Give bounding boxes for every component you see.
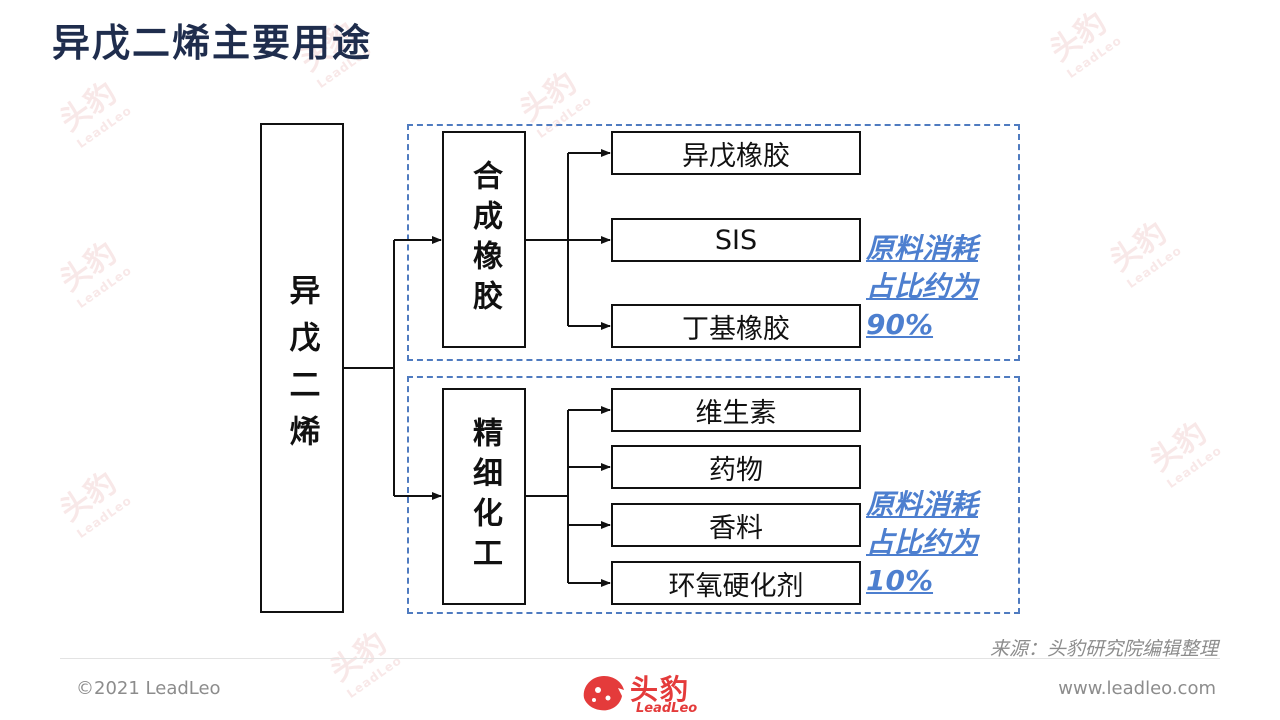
source-note: 来源：头豹研究院编辑整理 xyxy=(989,638,1218,660)
group-frame-synthetic-rubber xyxy=(407,124,1020,361)
share-annotation-fine-chemicals: 原料消耗 占比约为 10% xyxy=(866,486,1016,600)
node-epoxy-hardener: 环氧硬化剂 xyxy=(611,561,861,605)
logo-text-cn: 头豹 xyxy=(630,673,691,706)
node-fine-chemicals: 精细化工 xyxy=(442,388,526,605)
logo-text-en: LeadLeo xyxy=(636,701,698,716)
leopard-head-icon xyxy=(583,676,624,711)
node-isoprene-rubber: 异戊橡胶 xyxy=(611,131,861,175)
node-drugs: 药物 xyxy=(611,445,861,489)
share-line: 原料消耗 xyxy=(866,232,979,265)
share-percent: 90% xyxy=(866,308,934,341)
node-vitamin: 维生素 xyxy=(611,388,861,432)
brand-logo: 头豹 LeadLeo xyxy=(578,668,708,718)
share-percent: 10% xyxy=(866,564,934,597)
share-line: 原料消耗 xyxy=(866,488,979,521)
node-root-isoprene: 异戊二烯 xyxy=(260,123,344,613)
node-synthetic-rubber: 合成橡胶 xyxy=(442,131,526,348)
footer-divider xyxy=(60,658,1220,659)
node-butyl-rubber: 丁基橡胶 xyxy=(611,304,861,348)
node-fragrance: 香料 xyxy=(611,503,861,547)
share-line: 占比约为 xyxy=(866,526,979,559)
share-annotation-synthetic-rubber: 原料消耗 占比约为 90% xyxy=(866,230,1016,344)
page-title: 异戊二烯主要用途 xyxy=(52,21,373,65)
footer-copyright: ©2021 LeadLeo xyxy=(76,678,221,699)
share-line: 占比约为 xyxy=(866,270,979,303)
footer-website: www.leadleo.com xyxy=(1058,678,1216,699)
node-sis: SIS xyxy=(611,218,861,262)
